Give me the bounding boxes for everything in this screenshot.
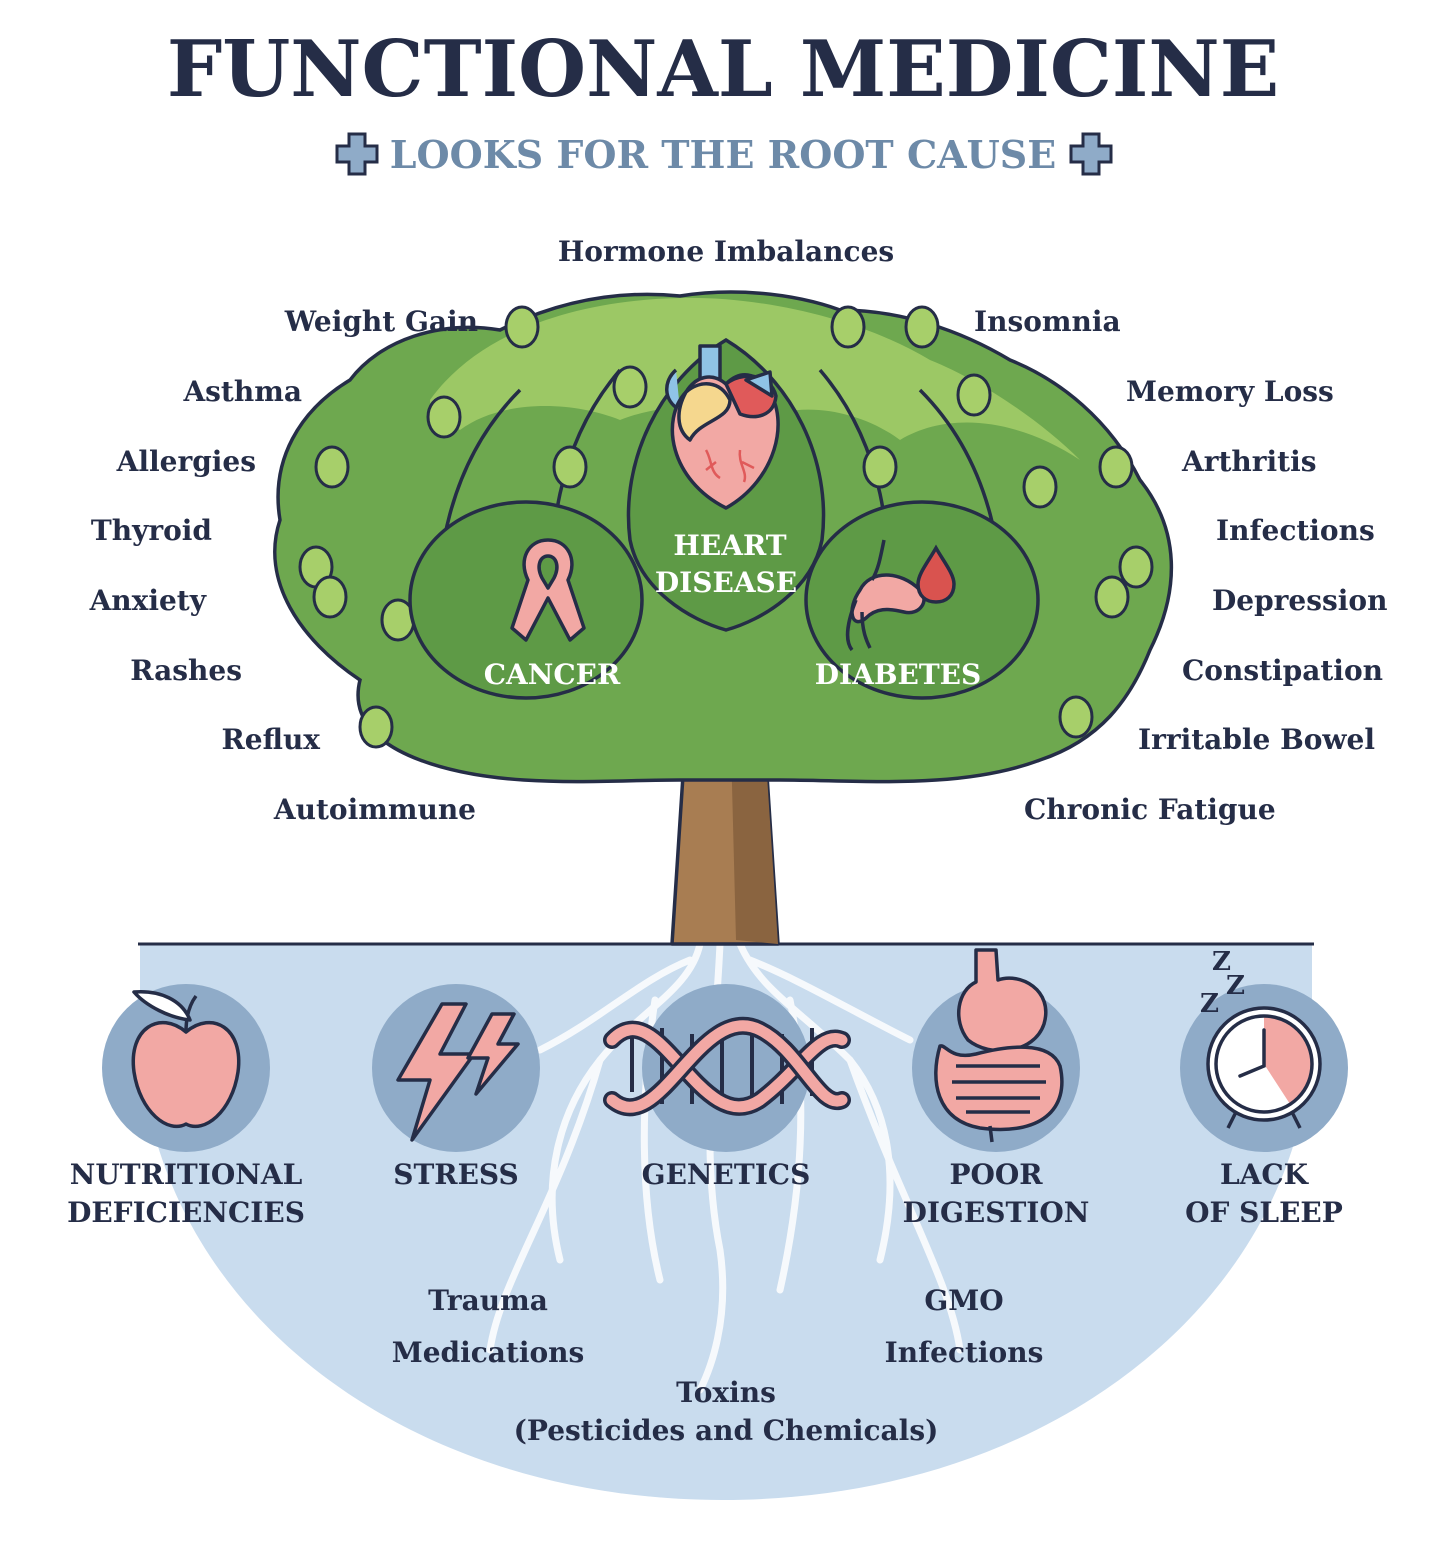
blood-drop-icon bbox=[916, 544, 956, 604]
leaves bbox=[298, 305, 1154, 749]
sleep-label-1: LACK bbox=[1220, 1158, 1310, 1191]
cancer-ribbon-icon bbox=[510, 538, 586, 642]
symptom-right: Depression bbox=[1212, 584, 1387, 617]
alarm-clock-icon bbox=[1206, 1006, 1322, 1129]
subtitle: LOOKS FOR THE ROOT CAUSE bbox=[390, 132, 1056, 177]
disease-labels: HEART DISEASE CANCER DIABETES bbox=[484, 529, 982, 691]
pancreas-icon bbox=[845, 539, 926, 652]
stomach-icon bbox=[934, 948, 1064, 1143]
heart-disease-label-2: DISEASE bbox=[655, 566, 797, 599]
digestion-label-2: DIGESTION bbox=[903, 1196, 1090, 1229]
trauma-label: Trauma bbox=[428, 1284, 548, 1317]
symptom-left: Weight Gain bbox=[284, 305, 478, 338]
apple-icon bbox=[131, 990, 241, 1129]
sleep-z-icon: Z Z Z bbox=[1200, 947, 1245, 1019]
plus-icon-left bbox=[335, 132, 379, 176]
symptom-left: Autoimmune bbox=[273, 793, 476, 826]
nutritional-label-2: DEFICIENCIES bbox=[67, 1196, 305, 1229]
root-cause-labels: NUTRITIONAL DEFICIENCIES STRESS GENETICS… bbox=[67, 1158, 1343, 1229]
plus-icon-right bbox=[1069, 132, 1113, 176]
heart-disease-label-1: HEART bbox=[673, 529, 786, 562]
symptom-right: Chronic Fatigue bbox=[1024, 793, 1276, 826]
genetics-label: GENETICS bbox=[642, 1158, 811, 1191]
lightning-icon bbox=[396, 1002, 520, 1142]
symptom-left: Anxiety bbox=[89, 584, 207, 617]
z-letter: Z bbox=[1226, 971, 1245, 1001]
symptom-left: Reflux bbox=[222, 723, 321, 756]
symptom-right: Infections bbox=[1216, 514, 1375, 547]
symptom-right: Insomnia bbox=[974, 305, 1121, 338]
toxins-label: Toxins bbox=[676, 1376, 776, 1409]
nutritional-label-1: NUTRITIONAL bbox=[70, 1158, 303, 1191]
title: FUNCTIONAL MEDICINE bbox=[167, 24, 1279, 115]
infections-root-label: Infections bbox=[885, 1336, 1044, 1369]
symptom-right: Arthritis bbox=[1181, 445, 1317, 478]
symptom-labels: Hormone Imbalances Weight Gain Asthma Al… bbox=[89, 235, 1388, 826]
symptom-right: Irritable Bowel bbox=[1138, 723, 1375, 756]
symptom-left: Asthma bbox=[182, 375, 302, 408]
digestion-label-1: POOR bbox=[949, 1158, 1043, 1191]
z-letter: Z bbox=[1200, 989, 1219, 1019]
symptom-left: Rashes bbox=[130, 654, 242, 687]
symptom-right: Constipation bbox=[1182, 654, 1383, 687]
gmo-label: GMO bbox=[924, 1284, 1003, 1317]
symptom-left: Allergies bbox=[116, 445, 256, 478]
symptom-left: Thyroid bbox=[91, 514, 212, 547]
symptom-right: Memory Loss bbox=[1126, 375, 1334, 408]
underground-labels: Trauma Medications GMO Infections Toxins… bbox=[392, 1284, 1044, 1447]
stress-label: STRESS bbox=[393, 1158, 519, 1191]
sleep-label-2: OF SLEEP bbox=[1185, 1196, 1343, 1229]
dna-icon bbox=[603, 1016, 851, 1117]
diabetes-label: DIABETES bbox=[815, 658, 982, 691]
cancer-label: CANCER bbox=[484, 658, 621, 691]
medications-label: Medications bbox=[392, 1336, 585, 1369]
symptom-top: Hormone Imbalances bbox=[558, 235, 894, 268]
heart-icon bbox=[665, 344, 780, 510]
pesticides-label: (Pesticides and Chemicals) bbox=[514, 1414, 939, 1447]
z-letter: Z bbox=[1212, 947, 1231, 977]
